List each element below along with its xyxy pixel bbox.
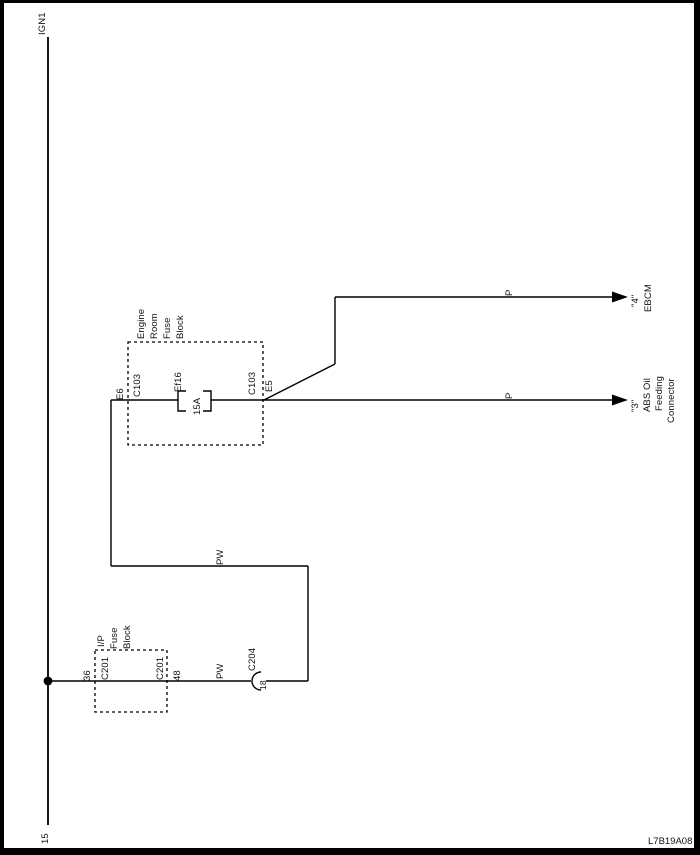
wire-color-label-p: P [504, 392, 515, 399]
diagram-code: L7B19A08 [648, 836, 693, 847]
pin-label-e6: E6 [115, 388, 126, 400]
engine-room-fuse-block-outline [127, 341, 264, 446]
fuse-rating-label: 15A [192, 397, 203, 415]
circuit-source-label: IGN1 [37, 12, 48, 35]
connector-label-c103-in: C103 [132, 373, 143, 397]
pin-label-48: 48 [172, 670, 183, 681]
ip-fuse-block-title-line: I/P [96, 635, 107, 647]
connector-label-c103-out: C103 [247, 371, 258, 395]
pin-label-e5: E5 [264, 380, 275, 392]
arrowhead-abs [612, 394, 628, 406]
connector-label-c201-in: C201 [100, 656, 111, 680]
pin-label-36: 36 [82, 670, 93, 681]
pin-label-18: 18 [258, 680, 268, 690]
fuse-name-label: Ef16 [173, 372, 184, 392]
er-fuse-block-title-line: Fuse [162, 317, 173, 339]
dest-pin-label-4: "4" [630, 294, 641, 307]
wire-color-label-pw: PW [215, 549, 226, 565]
ip-fuse-block-title-line: Fuse [109, 627, 120, 649]
wire-branch-diagonal [263, 363, 336, 401]
connector-label-c204: C204 [247, 647, 258, 671]
dest-pin-label-3: "3" [630, 399, 641, 412]
dest-name-abs-line: Feeding [654, 375, 665, 411]
fuse-bracket-left [177, 390, 186, 412]
source-pin-label: 15 [40, 833, 51, 844]
er-fuse-block-title-line: Room [149, 313, 160, 339]
dest-name-abs-line: ABS Oil [642, 378, 653, 412]
dest-name-abs-line: Connector [666, 378, 677, 423]
connector-label-c201-out: C201 [155, 656, 166, 680]
wire-color-label-pw: PW [215, 663, 226, 679]
ip-fuse-block-title-line: Block [122, 625, 133, 649]
fuse-bracket-right [203, 390, 212, 412]
arrowhead-ebcm [612, 291, 628, 303]
wire-color-label-p: P [504, 289, 515, 296]
dest-name-ebcm: EBCM [643, 284, 654, 312]
inline-connector-symbol [251, 671, 262, 691]
er-fuse-block-title-line: Engine [136, 308, 147, 339]
ip-fuse-block-outline [94, 649, 168, 713]
er-fuse-block-title-line: Block [175, 315, 186, 339]
